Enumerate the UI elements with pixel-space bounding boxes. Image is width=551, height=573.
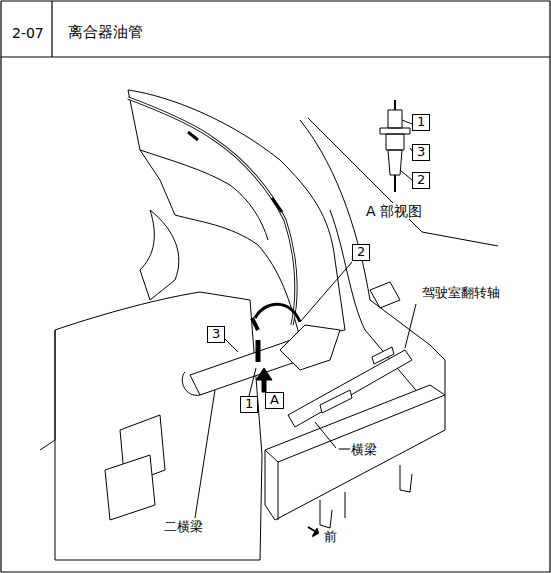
fitting-nut bbox=[256, 340, 261, 362]
part-label: 二横梁 bbox=[162, 520, 205, 535]
header-rule bbox=[1, 56, 550, 57]
view-marker: A bbox=[265, 392, 284, 409]
tube-end bbox=[182, 372, 200, 395]
leader-line bbox=[195, 390, 215, 518]
front-bracket bbox=[105, 455, 155, 520]
leader-line bbox=[249, 368, 256, 396]
leader-line bbox=[405, 304, 416, 348]
part-label: 驾驶室翻转轴 bbox=[420, 286, 502, 301]
direction-label: 前 bbox=[322, 530, 339, 545]
panel-bracket bbox=[140, 210, 179, 300]
callout-number: 1 bbox=[240, 396, 258, 413]
rail-bracket bbox=[370, 282, 400, 308]
frame-edge bbox=[40, 330, 55, 450]
frame-side bbox=[55, 292, 262, 560]
callout-number: 2 bbox=[352, 244, 370, 261]
hose-fitting bbox=[252, 318, 258, 330]
mount-plate bbox=[280, 325, 340, 370]
callout-number: 3 bbox=[207, 326, 225, 343]
tow-hook bbox=[320, 465, 412, 528]
cab-tilt-shaft bbox=[288, 350, 412, 427]
view-label: A 部视图 bbox=[364, 203, 424, 219]
pipe-clip bbox=[188, 132, 282, 212]
shaft-bracket bbox=[320, 347, 394, 413]
cross-member-edge bbox=[265, 395, 445, 462]
header-divider bbox=[51, 1, 52, 57]
clutch-pipe-core bbox=[128, 98, 296, 325]
first-cross-member bbox=[265, 385, 445, 520]
leader-line bbox=[315, 422, 336, 448]
callout-number: 3 bbox=[412, 144, 430, 161]
fitting-detail bbox=[380, 110, 410, 175]
section-number: 2-07 bbox=[12, 25, 44, 41]
front-arrow bbox=[308, 527, 318, 536]
cab-floor-panel bbox=[128, 90, 345, 338]
clutch-hose bbox=[255, 304, 300, 322]
leader-line bbox=[300, 262, 352, 322]
title: 离合器油管 bbox=[68, 24, 143, 41]
cross-member-corner bbox=[278, 462, 279, 520]
view-arrow bbox=[256, 368, 272, 392]
callout-number: 2 bbox=[412, 172, 430, 189]
part-label: 一横梁 bbox=[336, 443, 379, 458]
callout-number: 1 bbox=[412, 114, 430, 131]
clutch-pipe bbox=[128, 98, 296, 325]
fitting-pipe bbox=[394, 100, 396, 192]
